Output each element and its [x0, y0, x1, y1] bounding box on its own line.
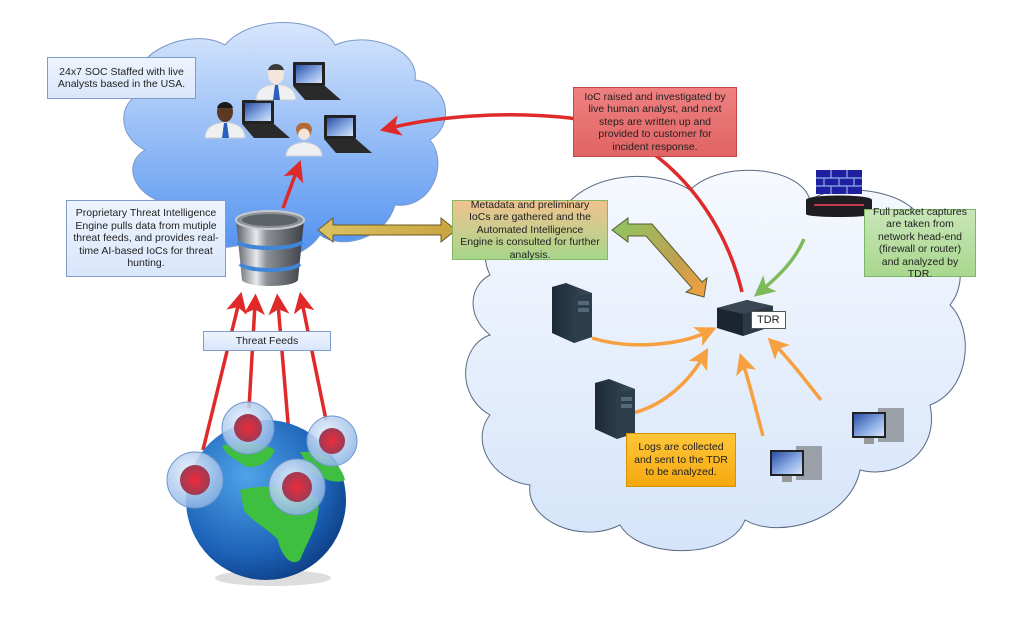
workstation-2-log-arrow	[767, 337, 823, 402]
threat-bubble-icon	[221, 401, 275, 455]
analyst-3	[285, 122, 323, 157]
logs-collected-note: Logs are collected and sent to the TDR t…	[626, 433, 736, 487]
server-1-icon	[552, 283, 592, 343]
analyst-2	[255, 64, 297, 101]
threat-feed-arrow	[201, 291, 247, 451]
database-icon	[235, 210, 305, 286]
workstation-2-icon	[852, 408, 904, 444]
packet-capture-note: Full packet captures are taken from netw…	[864, 206, 976, 280]
workstation-1-icon	[770, 446, 822, 482]
firewall-icon	[806, 170, 872, 217]
threat-bubble-icon	[268, 458, 326, 516]
threat-feed-arrow	[293, 291, 328, 421]
server-2-icon	[595, 379, 635, 439]
server-1-log-arrow	[591, 327, 717, 347]
analyst-1	[204, 102, 246, 139]
threat-feeds-label: Threat Feeds	[203, 331, 331, 351]
threat-feed-arrow	[243, 293, 265, 409]
workstation-1-log-arrow	[736, 352, 765, 437]
tdr-label: TDR	[751, 311, 786, 329]
laptop-2	[293, 62, 341, 100]
laptop-1	[242, 100, 290, 138]
metadata-note: Metadata and preliminary IoCs are gather…	[452, 199, 608, 261]
metadata-tdr-arrow	[611, 217, 708, 298]
firewall-to-tdr-arrow	[753, 238, 806, 297]
laptop-3	[324, 115, 372, 153]
threat-intel-engine-note: Proprietary Threat Intelligence Engine p…	[66, 200, 226, 277]
threat-bubble-icon	[166, 451, 224, 509]
soc-staffing-note: 24x7 SOC Staffed with live Analysts base…	[47, 57, 196, 99]
ioc-raised-note: IoC raised and investigated by live huma…	[573, 87, 737, 157]
server-2-log-arrow	[632, 347, 709, 415]
threat-bubble-icon	[306, 415, 358, 467]
engine-to-analyst-arrow	[281, 160, 304, 209]
